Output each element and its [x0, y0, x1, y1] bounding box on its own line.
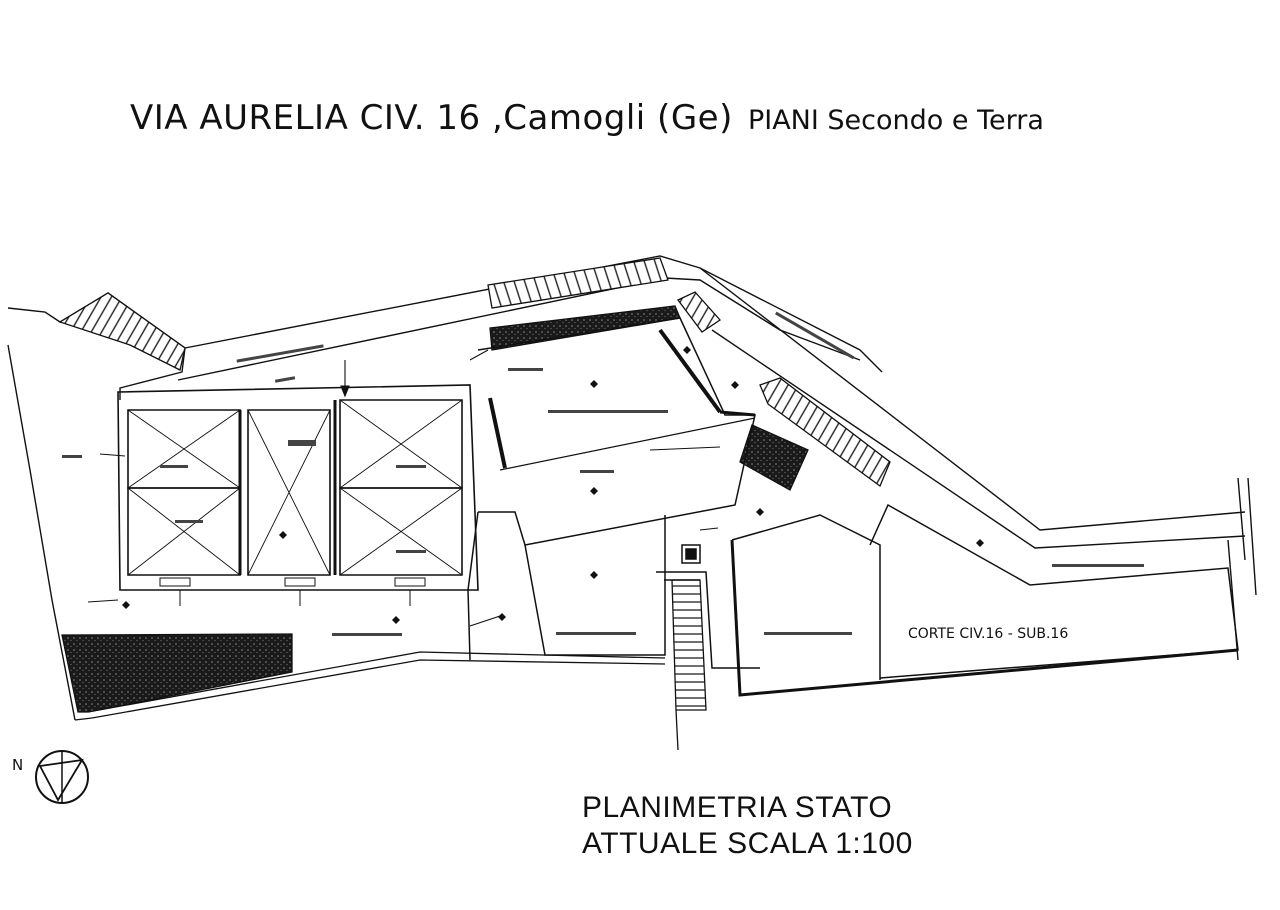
illegible-room-labels: [62, 311, 1144, 636]
page-title: VIA AURELIA CIV. 16 ,Camogli (Ge) PIANI …: [130, 98, 1044, 138]
right-wing: [656, 503, 1239, 697]
central-wing: [467, 317, 756, 661]
outer-boundary: [7, 255, 1257, 721]
dark-fill-areas: [61, 305, 809, 713]
hatched-stairs: [58, 257, 891, 711]
north-arrow-icon: [35, 750, 89, 804]
dimension-arrows: [87, 349, 721, 627]
caption-line-1: PLANIMETRIA STATO: [582, 791, 893, 824]
lower-walls: [74, 651, 679, 751]
caption-line-2: ATTUALE SCALA 1:100: [582, 827, 913, 860]
plan-caption: PLANIMETRIA STATO ATTUALE SCALA 1:100: [582, 790, 913, 862]
court-label: CORTE CIV.16 - SUB.16: [908, 626, 1068, 642]
main-building: [117, 384, 479, 606]
north-label: N: [12, 756, 24, 774]
title-address: VIA AURELIA CIV. 16 ,Camogli (Ge): [130, 98, 733, 138]
level-markers: [122, 346, 984, 624]
title-floors: PIANI Secondo e Terra: [747, 105, 1044, 136]
